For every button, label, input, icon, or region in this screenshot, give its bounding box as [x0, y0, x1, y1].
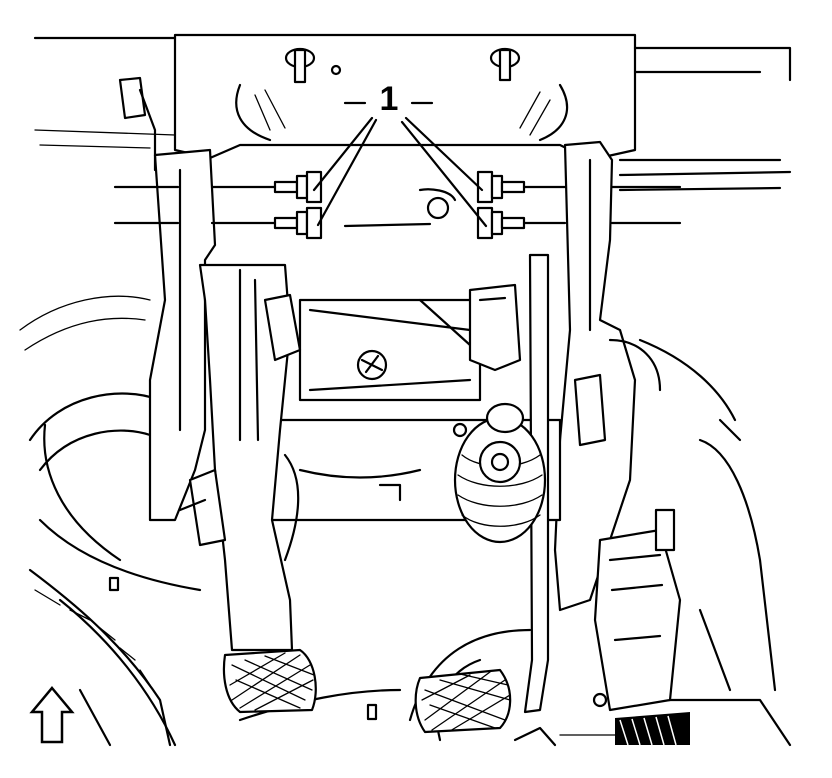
bolt-axis-lines — [113, 185, 682, 228]
floor-studs — [108, 576, 378, 721]
left-support-plate — [118, 76, 217, 522]
callout-label: 1 — [380, 80, 399, 118]
bolt-right-upper — [476, 170, 526, 204]
callout-leaders — [312, 101, 488, 228]
pedal-position-sensor — [573, 373, 690, 746]
mounting-stud-left — [284, 47, 316, 84]
mounting-stud-right — [489, 47, 521, 82]
forward-arrow-icon — [29, 686, 75, 744]
accelerator-pedal-pad — [414, 668, 512, 734]
bolt-left-upper — [273, 170, 323, 204]
pedal-pivot-spring — [452, 402, 547, 544]
upper-bracket — [33, 33, 792, 220]
brake-pedal-pad — [222, 648, 317, 714]
bolt-left-lower — [273, 206, 323, 240]
